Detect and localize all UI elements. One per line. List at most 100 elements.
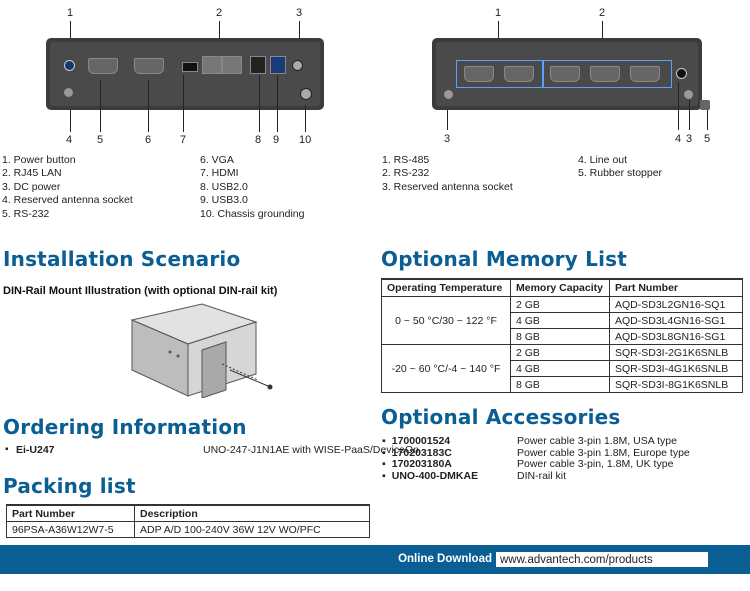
rs485-port-icon — [464, 66, 494, 82]
callout-number: 10 — [299, 134, 312, 146]
column-header: Part Number — [609, 278, 743, 297]
lan-port-icon — [222, 56, 242, 74]
callout-number: 5 — [704, 133, 711, 145]
callout-number: 4 — [66, 134, 73, 146]
section-heading-ordering: Ordering Information — [3, 415, 247, 439]
rs232-port-icon — [630, 66, 660, 82]
grounding-icon — [300, 88, 312, 100]
line-out-icon — [676, 68, 687, 79]
callout-number: 2 — [599, 7, 606, 19]
callout-number: 3 — [444, 133, 451, 145]
rear-panel-device — [432, 38, 702, 110]
list-item: 8. USB2.0 — [200, 180, 248, 193]
rs232-port-icon — [88, 58, 118, 74]
accessory-part-number: 1700001524 — [382, 435, 450, 448]
accessory-description: Power cable 3-pin, 1.8M, UK type — [517, 458, 674, 471]
packing-table: Part Number Description 96PSA-A36W12W7-5… — [6, 504, 370, 538]
rs232-port-icon — [590, 66, 620, 82]
callout-number: 1 — [495, 7, 502, 19]
callout-number: 2 — [216, 7, 223, 19]
table-cell: 8 GB — [510, 376, 610, 393]
table-cell: 2 GB — [510, 344, 610, 361]
usb2-port-icon — [250, 56, 266, 74]
list-item: 9. USB3.0 — [200, 194, 248, 207]
table-row: 96PSA-A36W12W7-5 ADP A/D 100-240V 36W 12… — [6, 521, 370, 538]
list-item: 6. VGA — [200, 154, 234, 166]
callout-number: 7 — [180, 134, 187, 146]
rear-panel-legend-left: 1. RS-485 2. RS-232 3. Reserved antenna … — [382, 154, 513, 194]
dc-power-icon — [292, 60, 303, 71]
power-button-icon — [64, 60, 75, 71]
column-header: Part Number — [6, 504, 135, 522]
download-link[interactable]: www.advantech.com/products — [495, 551, 709, 568]
table-cell: 96PSA-A36W12W7-5 — [6, 521, 135, 538]
column-header: Description — [134, 504, 370, 522]
table-row: 8 GB SQR-SD3I-8G1K6SNLB — [382, 376, 743, 393]
front-panel-device — [46, 38, 324, 110]
table-cell: AQD-SD3L8GN16-SG1 — [609, 328, 743, 345]
table-cell: 0 ~ 50 °C/30 ~ 122 °F — [381, 296, 511, 345]
list-item: 2. RS-232 — [382, 167, 430, 180]
accessory-description: Power cable 3-pin 1.8M, USA type — [517, 435, 677, 447]
table-header-row: Operating Temperature Memory Capacity Pa… — [381, 278, 743, 297]
vga-port-icon — [134, 58, 164, 74]
hdmi-port-icon — [182, 62, 198, 72]
table-row: 0 ~ 50 °C/30 ~ 122 °F 2 GB AQD-SD3L2GN16… — [381, 296, 743, 345]
section-heading-memory: Optional Memory List — [381, 247, 628, 271]
section-heading-accessories: Optional Accessories — [381, 405, 621, 429]
rear-panel-legend-right: 4. Line out 5. Rubber stopper — [578, 154, 662, 181]
list-item: 1. RS-485 — [382, 154, 430, 166]
memory-table: Operating Temperature Memory Capacity Pa… — [381, 278, 743, 393]
accessory-part-number: UNO-400-DMKAE — [382, 470, 478, 483]
footer-bar: Online Download www.advantech.com/produc… — [0, 545, 750, 574]
table-cell: -20 ~ 60 °C/-4 ~ 140 °F — [381, 344, 511, 393]
list-item: 4. Line out — [578, 154, 628, 166]
installation-subheading: DIN-Rail Mount Illustration (with option… — [3, 285, 278, 297]
footer-label: Online Download — [398, 553, 492, 565]
list-item: 3. Reserved antenna socket — [382, 180, 513, 193]
table-row: 4 GB AQD-SD3L4GN16-SG1 — [382, 312, 743, 329]
rubber-stopper-icon — [700, 100, 710, 110]
table-cell: 8 GB — [510, 328, 610, 345]
column-header: Operating Temperature — [381, 278, 511, 297]
table-cell: SQR-SD3I-2G1K6SNLB — [609, 344, 743, 361]
accessory-part-number: 170203180A — [382, 459, 452, 471]
callout-number: 3 — [686, 133, 693, 145]
callout-number: 5 — [97, 134, 104, 146]
list-item: 10. Chassis grounding — [200, 207, 305, 220]
antenna-socket-icon — [684, 90, 693, 99]
list-item: 2. RJ45 LAN — [2, 167, 62, 180]
callout-number: 3 — [296, 7, 303, 19]
callout-number: 1 — [67, 7, 74, 19]
accessory-description: DIN-rail kit — [517, 469, 566, 482]
antenna-socket-icon — [64, 88, 73, 97]
lan-port-icon — [202, 56, 222, 74]
callout-number: 4 — [675, 133, 682, 145]
list-item: 4. Reserved antenna socket — [2, 194, 133, 207]
table-cell: SQR-SD3I-4G1K6SNLB — [609, 360, 743, 377]
section-heading-packing: Packing list — [3, 474, 136, 498]
front-panel-legend-left: 1. Power button 2. RJ45 LAN 3. DC power … — [2, 154, 133, 221]
list-item: 1. Power button — [2, 154, 76, 166]
list-item: 5. RS-232 — [2, 207, 50, 220]
ordering-part-number: Ei-U247 — [16, 444, 55, 456]
list-item: 3. DC power — [2, 180, 61, 193]
table-row: 4 GB SQR-SD3I-4G1K6SNLB — [382, 360, 743, 377]
din-rail-illustration — [118, 300, 278, 399]
table-cell: 4 GB — [510, 360, 610, 377]
callout-number: 9 — [273, 134, 280, 146]
usb3-port-icon — [270, 56, 286, 74]
callout-number: 8 — [255, 134, 262, 146]
list-item: 5. Rubber stopper — [578, 167, 663, 180]
antenna-socket-icon — [444, 90, 453, 99]
table-cell: SQR-SD3I-8G1K6SNLB — [609, 376, 743, 393]
table-cell: AQD-SD3L4GN16-SG1 — [609, 312, 743, 329]
ordering-description: UNO-247-J1N1AE with WISE-PaaS/DeviceOn — [203, 444, 419, 456]
ordering-item: Ei-U247 — [5, 444, 55, 456]
bullet-icon: ▪ — [5, 444, 9, 455]
table-header-row: Part Number Description — [6, 504, 370, 522]
front-panel-legend-right: 6. VGA 7. HDMI 8. USB2.0 9. USB3.0 10. C… — [200, 154, 304, 221]
rs232-port-icon — [550, 66, 580, 82]
table-row: -20 ~ 60 °C/-4 ~ 140 °F 2 GB SQR-SD3I-2G… — [381, 344, 743, 393]
column-header: Memory Capacity — [510, 278, 610, 297]
